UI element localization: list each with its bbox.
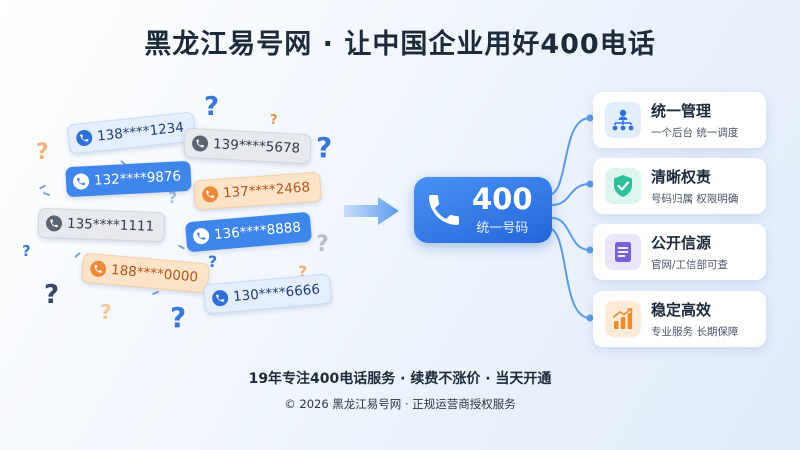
feature-title: 统一管理 — [651, 102, 712, 120]
question-mark-icon: ? — [100, 300, 112, 324]
question-mark-icon: ? — [44, 280, 60, 310]
phone-number-pill: 137****2468 — [193, 171, 323, 211]
phone-icon — [75, 129, 94, 147]
shield-check-icon — [605, 168, 641, 204]
phone-icon — [45, 215, 63, 232]
question-mark-icon: ? — [270, 113, 278, 128]
phone-number-pill: 188****0000 — [80, 252, 211, 294]
hub-number: 400 — [472, 182, 533, 217]
feature-card-clear-responsibility: 清晰权责 号码归属 权限明确 — [593, 158, 766, 214]
feature-title: 稳定高效 — [651, 301, 712, 319]
phone-icon — [89, 260, 107, 278]
question-mark-icon: ? — [316, 232, 329, 257]
question-mark-icon: ? — [204, 92, 220, 122]
document-icon — [605, 234, 641, 270]
feature-card-unified-management: 统一管理 一个后台 统一调度 — [593, 92, 766, 148]
question-mark-icon: ? — [168, 188, 178, 207]
phone-number-pill: 136****8888 — [184, 211, 313, 253]
tagline: 19年专注400电话服务 · 续费不涨价 · 当天开通 — [248, 371, 552, 387]
phone-number-pill: 138****1234 — [66, 111, 197, 155]
phone-icon — [191, 135, 209, 152]
bar-chart-up-icon — [605, 301, 641, 337]
feature-card-public-source: 公开信源 官网/工信部可查 — [593, 224, 766, 280]
feature-title: 清晰权责 — [651, 168, 712, 186]
hub-label: 统一号码 — [476, 220, 529, 236]
org-chart-icon — [605, 102, 641, 138]
question-mark-icon: ? — [170, 301, 187, 334]
phone-handset-icon — [429, 195, 459, 225]
hub-400-card: 400 统一号码 — [414, 177, 552, 243]
feature-subtitle: 号码归属 权限明确 — [651, 193, 739, 205]
feature-subtitle: 官网/工信部可查 — [651, 259, 729, 271]
question-mark-icon: ? — [316, 131, 333, 164]
page-title: 黑龙江易号网 · 让中国企业用好400电话 — [144, 29, 656, 60]
phone-number-pill: 135****1111 — [37, 207, 166, 243]
feature-title: 公开信源 — [651, 234, 712, 252]
phone-number-pill: 130****6666 — [202, 273, 333, 315]
phone-number-pill: 132****9876 — [65, 160, 192, 198]
phone-icon — [211, 289, 229, 307]
copyright: © 2026 黑龙江易号网 · 正规运营商授权服务 — [284, 397, 516, 411]
arrow-right-icon — [344, 197, 399, 225]
question-mark-icon: ? — [298, 262, 308, 281]
phone-number-pill: 139****5678 — [183, 127, 312, 165]
question-mark-icon: ? — [22, 242, 31, 260]
phone-icon — [201, 185, 219, 203]
question-mark-icon: ? — [208, 252, 218, 271]
phone-icon — [72, 173, 90, 190]
feature-card-stable-efficient: 稳定高效 专业服务 长期保障 — [593, 291, 766, 347]
phone-icon — [192, 227, 210, 245]
feature-subtitle: 一个后台 统一调度 — [651, 127, 739, 139]
question-mark-icon: ? — [36, 140, 49, 165]
feature-subtitle: 专业服务 长期保障 — [651, 326, 739, 338]
